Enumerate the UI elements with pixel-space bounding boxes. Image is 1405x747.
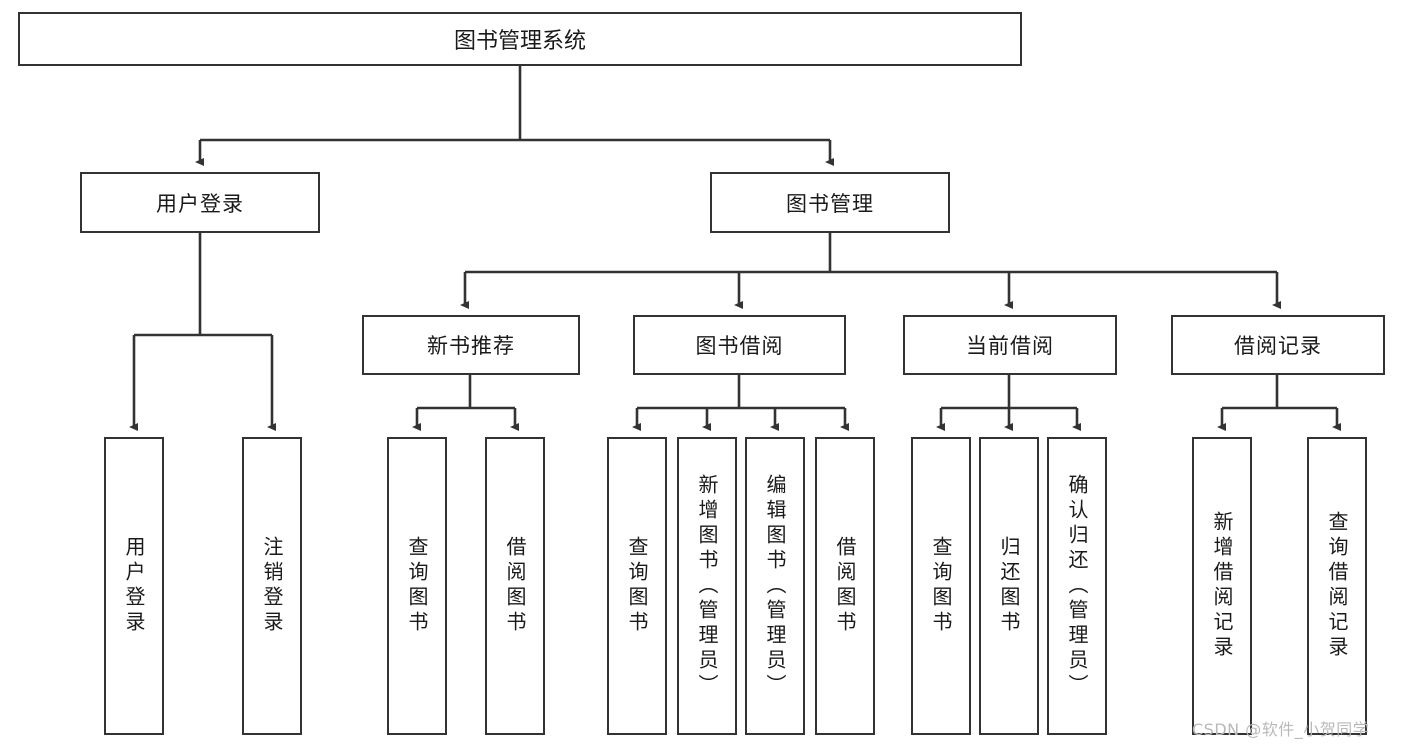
leaf-current-query-book[interactable]: 查询图书 bbox=[911, 437, 971, 735]
leaf-recommend-query-book[interactable]: 查询图书 bbox=[387, 437, 447, 735]
leaf-borrow-edit-book-admin[interactable]: 编辑图书（管理员） bbox=[745, 437, 805, 735]
leaf-record-query-record[interactable]: 查询借阅记录 bbox=[1307, 437, 1367, 735]
node-label: 查询图书 bbox=[929, 536, 953, 636]
node-current-borrow[interactable]: 当前借阅 bbox=[903, 315, 1117, 375]
node-label: 借阅图书 bbox=[833, 536, 857, 636]
node-label: 借阅图书 bbox=[503, 536, 527, 636]
node-label: 用户登录 bbox=[156, 191, 244, 216]
leaf-borrow-query-book[interactable]: 查询图书 bbox=[607, 437, 667, 735]
node-label: 新书推荐 bbox=[427, 334, 515, 358]
leaf-borrow-add-book-admin[interactable]: 新增图书（管理员） bbox=[677, 437, 737, 735]
node-label: 用户登录 bbox=[122, 536, 146, 636]
node-label: 当前借阅 bbox=[966, 334, 1054, 358]
node-label: 查询借阅记录 bbox=[1325, 511, 1349, 661]
node-label: 注销登录 bbox=[260, 536, 284, 636]
node-book-borrow[interactable]: 图书借阅 bbox=[633, 315, 846, 375]
leaf-current-return-book[interactable]: 归还图书 bbox=[979, 437, 1039, 735]
node-label: 新增图书（管理员） bbox=[695, 473, 719, 699]
leaf-user-login-login[interactable]: 用户登录 bbox=[104, 437, 164, 735]
leaf-user-login-logout[interactable]: 注销登录 bbox=[242, 437, 302, 735]
node-new-book-recommend[interactable]: 新书推荐 bbox=[362, 315, 580, 375]
node-label: 编辑图书（管理员） bbox=[763, 473, 787, 699]
node-label: 图书借阅 bbox=[695, 334, 784, 358]
leaf-borrow-borrow-book[interactable]: 借阅图书 bbox=[815, 437, 875, 735]
node-label: 查询图书 bbox=[405, 536, 429, 636]
leaf-record-add-record[interactable]: 新增借阅记录 bbox=[1192, 437, 1252, 735]
node-user-login[interactable]: 用户登录 bbox=[80, 172, 320, 233]
node-root-system[interactable]: 图书管理系统 bbox=[18, 12, 1022, 66]
node-label: 图书管理系统 bbox=[453, 29, 586, 54]
node-borrow-record[interactable]: 借阅记录 bbox=[1171, 315, 1385, 375]
leaf-current-confirm-return-admin[interactable]: 确认归还（管理员） bbox=[1047, 437, 1107, 735]
node-label: 归还图书 bbox=[997, 536, 1021, 636]
node-label: 确认归还（管理员） bbox=[1065, 473, 1089, 699]
node-label: 查询图书 bbox=[625, 536, 649, 636]
csdn-watermark: CSDN @软件_小贺同学 bbox=[1192, 720, 1370, 739]
leaf-recommend-borrow-book[interactable]: 借阅图书 bbox=[485, 437, 545, 735]
node-book-management[interactable]: 图书管理 bbox=[710, 172, 950, 233]
node-label: 图书管理 bbox=[786, 191, 874, 216]
node-label: 新增借阅记录 bbox=[1210, 511, 1234, 661]
node-label: 借阅记录 bbox=[1234, 334, 1322, 358]
